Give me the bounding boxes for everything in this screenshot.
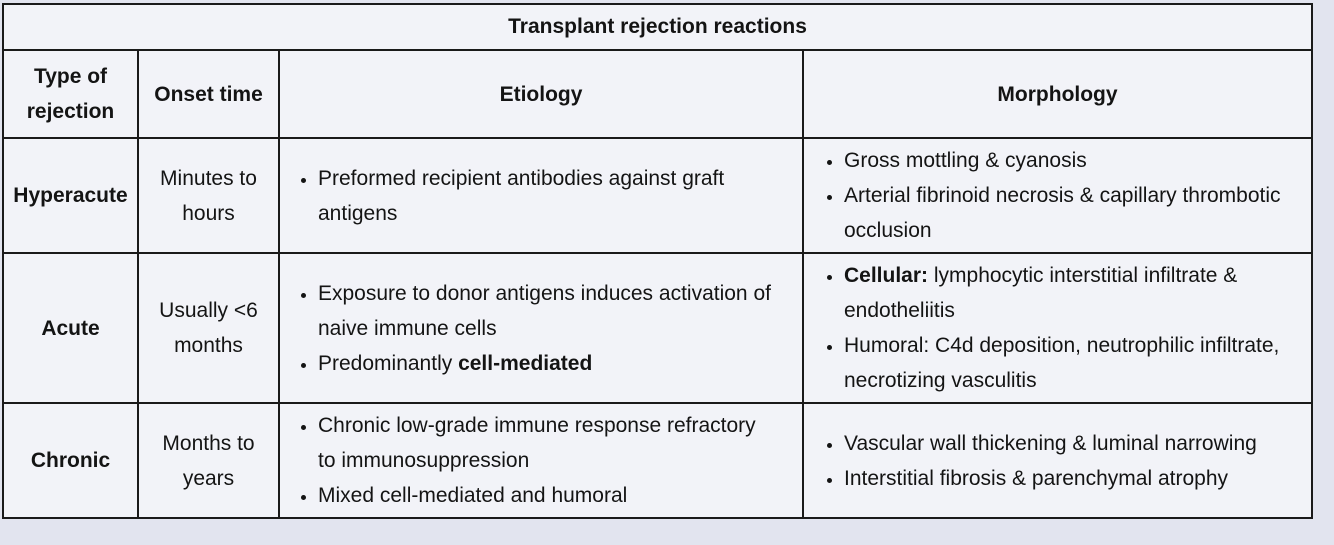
table-row-hyperacute: Hyperacute Minutes to hours Preformed re… [2, 137, 1314, 254]
etiology-cell-hyperacute: Preformed recipient antibodies against g… [278, 137, 804, 254]
row-label-chronic: Chronic [2, 402, 139, 519]
bullet-item: Mixed cell-mediated and humoral [318, 478, 790, 513]
bullet-item: Preformed recipient antibodies against g… [318, 161, 790, 231]
transplant-rejection-table: Transplant rejection reactions Type of r… [1, 3, 1314, 519]
bullet-item: Exposure to donor antigens induces activ… [318, 276, 790, 346]
morphology-list-chronic: Vascular wall thickening & luminal narro… [804, 426, 1299, 496]
morphology-cell-hyperacute: Gross mottling & cyanosisArterial fibrin… [801, 137, 1314, 254]
column-header-morphology: Morphology [801, 49, 1314, 139]
etiology-list-hyperacute: Preformed recipient antibodies against g… [280, 161, 790, 231]
etiology-cell-acute: Exposure to donor antigens induces activ… [278, 252, 804, 404]
row-label-acute: Acute [2, 252, 139, 404]
etiology-list-chronic: Chronic low-grade immune response refrac… [280, 408, 790, 513]
morphology-list-acute: Cellular: lymphocytic interstitial infil… [804, 258, 1299, 398]
morphology-cell-acute: Cellular: lymphocytic interstitial infil… [801, 252, 1314, 404]
row-label-hyperacute: Hyperacute [2, 137, 139, 254]
bullet-item: Chronic low-grade immune response refrac… [318, 408, 790, 478]
table-row-chronic: Chronic Months to years Chronic low-grad… [2, 402, 1314, 519]
bullet-item: Interstitial fibrosis & parenchymal atro… [844, 461, 1299, 496]
bullet-item: Humoral: C4d deposition, neutrophilic in… [844, 328, 1299, 398]
morphology-cell-chronic: Vascular wall thickening & luminal narro… [801, 402, 1314, 519]
table-row-acute: Acute Usually <6 months Exposure to dono… [2, 252, 1314, 404]
onset-time-chronic: Months to years [137, 402, 280, 519]
column-header-etiology: Etiology [278, 49, 804, 139]
etiology-list-acute: Exposure to donor antigens induces activ… [280, 276, 790, 381]
bullet-item: Vascular wall thickening & luminal narro… [844, 426, 1299, 461]
column-header-type-of-rejection: Type of rejection [2, 49, 139, 139]
onset-time-acute: Usually <6 months [137, 252, 280, 404]
onset-time-hyperacute: Minutes to hours [137, 137, 280, 254]
etiology-cell-chronic: Chronic low-grade immune response refrac… [278, 402, 804, 519]
bullet-item: Predominantly cell-mediated [318, 346, 790, 381]
document-page: Transplant rejection reactions Type of r… [0, 0, 1334, 519]
bullet-item: Gross mottling & cyanosis [844, 143, 1299, 178]
bullet-item: Cellular: lymphocytic interstitial infil… [844, 258, 1299, 328]
column-header-onset-time: Onset time [137, 49, 280, 139]
bullet-item: Arterial fibrinoid necrosis & capillary … [844, 178, 1299, 248]
morphology-list-hyperacute: Gross mottling & cyanosisArterial fibrin… [804, 143, 1299, 248]
table-title: Transplant rejection reactions [1, 3, 1314, 51]
